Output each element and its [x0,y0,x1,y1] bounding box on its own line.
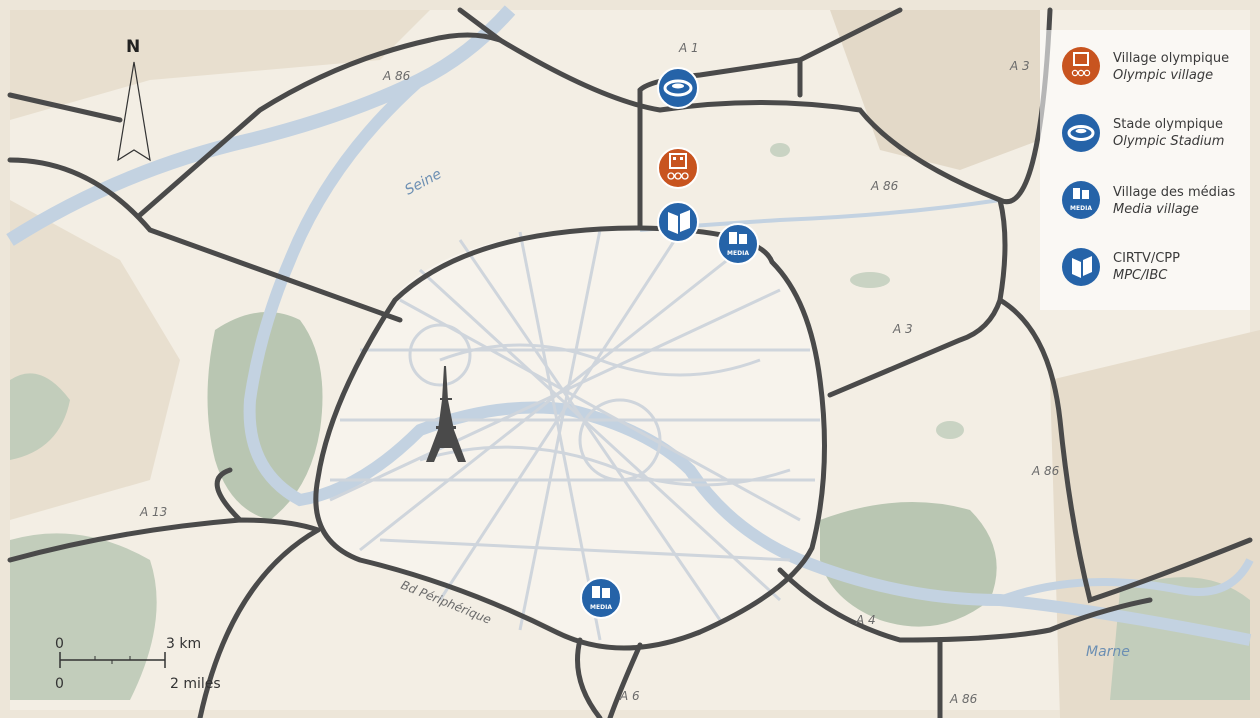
park-n [770,143,790,157]
street-grid [329,229,820,641]
scale-zero-miles: 0 [55,676,64,692]
legend-title-media-village: Village des médias [1113,185,1235,200]
road-label-a86-e: A 86 [1031,464,1060,478]
legend-subtitle-mpc-ibc: MPC/IBC [1113,268,1168,283]
stadium-icon [663,79,693,97]
north-arrow-icon [117,61,151,162]
legend-subtitle-media-village: Media village [1113,202,1199,217]
park-e [936,421,964,439]
road-label-a3-e: A 3 [892,322,913,336]
north-arrow: N [117,37,151,162]
stadium-marker[interactable] [657,67,699,109]
legend-title-mpc-ibc: CIRTV/CPP [1113,251,1180,266]
road-label-a86-ne: A 86 [870,179,899,193]
mpc-ibc-marker[interactable] [657,201,699,243]
marne-river [998,558,1254,604]
legend-media-badge: MEDIA [1070,205,1092,212]
legend-title-olympic-village: Village olympique [1113,51,1229,66]
park-ne [850,272,890,288]
scale-miles-label: 2 miles [170,676,221,692]
park-se [1110,577,1250,700]
olympic-village-icon [667,153,689,180]
media-village-marker-north[interactable]: MEDIA [717,223,759,265]
media-village-marker-south[interactable]: MEDIA [580,577,622,619]
park-sw [10,533,157,700]
terrain-nw [10,10,430,120]
media-badge-south: MEDIA [590,604,612,611]
legend-subtitle-olympic-village: Olympic village [1113,68,1213,83]
road-label-a86-nw: A 86 [382,69,411,83]
road-label-a1: A 1 [678,41,699,55]
terrain-w [10,200,180,520]
legend-item-mpc-ibc: CIRTV/CPP MPC/IBC [1062,248,1180,286]
olympic-village-marker[interactable] [657,147,699,189]
water-label-marne: Marne [1086,644,1130,660]
media-village-icon [592,586,610,598]
scale-km-label: 3 km [166,636,201,652]
legend-subtitle-stadium: Olympic Stadium [1113,134,1224,149]
legend-item-media-village: MEDIA Village des médias Media village [1062,181,1235,219]
legend-media-village-icon [1062,181,1100,219]
mpc-ibc-icon [668,210,690,234]
park-w [10,373,70,460]
scale-bar: 0 0 3 km 2 miles [55,636,221,692]
road-label-a6: A 6 [619,689,640,703]
legend-title-stadium: Stade olympique [1113,117,1223,132]
road-label-a13: A 13 [139,505,167,519]
seine-river-south [243,75,1252,646]
media-village-icon [729,232,747,244]
legend-item-stadium: Stade olympique Olympic Stadium [1062,114,1224,152]
road-label-a3-ne: A 3 [1009,59,1030,73]
road-label-a86-s: A 86 [949,692,978,706]
legend: Village olympique Olympic village Stade … [1040,30,1250,310]
scale-zero-km: 0 [55,636,64,652]
highways [7,7,1253,718]
road-label-a4: A 4 [855,613,876,627]
north-label: N [126,37,140,57]
legend-item-olympic-village: Village olympique Olympic village [1062,47,1229,85]
paris-inner [318,227,824,645]
eiffel-tower-icon [426,366,466,462]
park-bois-de-boulogne [207,312,323,520]
media-badge-north: MEDIA [727,250,749,257]
